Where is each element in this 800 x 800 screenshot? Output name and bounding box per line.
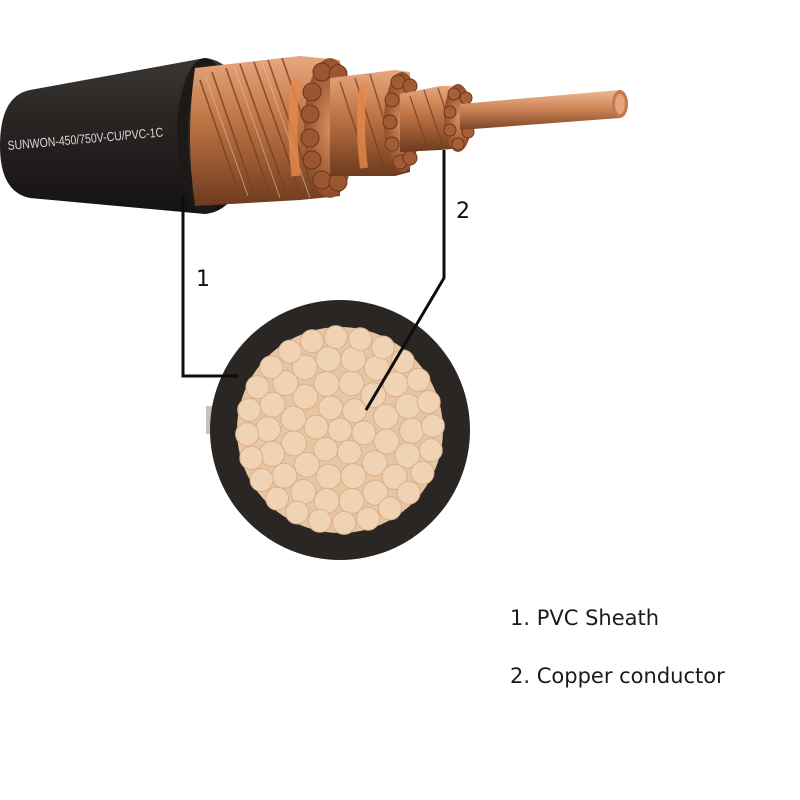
copper-strand: [237, 397, 262, 422]
copper-strand: [239, 446, 264, 470]
copper-strand: [356, 506, 380, 531]
copper-strand: [361, 450, 388, 477]
copper-strand: [278, 339, 302, 364]
copper-strand: [300, 329, 324, 354]
callout-number-2: 2: [456, 199, 470, 224]
copper-strand: [292, 383, 319, 410]
leader-lines: [181, 150, 446, 411]
copper-strand: [399, 417, 425, 444]
legend-label: PVC Sheath: [536, 606, 660, 630]
copper-strand: [338, 370, 365, 397]
copper-strand: [259, 391, 286, 418]
copper-strand: [307, 508, 332, 533]
copper-strand: [418, 438, 443, 463]
copper-strand: [315, 463, 342, 490]
copper-strand: [332, 510, 357, 535]
copper-strand: [381, 463, 408, 490]
copper-strand: [259, 355, 284, 380]
copper-strand: [370, 335, 395, 360]
legend-item-pvc-sheath: 1.PVC Sheath: [510, 604, 725, 662]
copper-strand: [280, 430, 307, 457]
copper-strand: [373, 403, 400, 430]
copper-strand: [265, 486, 290, 511]
legend: 1.PVC Sheath 2.Copper conductor: [510, 604, 725, 720]
copper-strand: [416, 390, 441, 414]
copper-strand: [406, 368, 431, 392]
copper-strand: [394, 393, 421, 420]
copper-strand: [420, 413, 445, 438]
leader-line-1: [181, 196, 238, 378]
copper-strand: [255, 416, 281, 443]
legend-label: Copper conductor: [536, 664, 725, 688]
cable-cross-section: [206, 300, 470, 560]
copper-strand: [348, 327, 373, 352]
copper-strand: [280, 405, 307, 432]
copper-strand: [318, 395, 344, 421]
cross-section-strands: [235, 325, 445, 535]
cable-side-view: SUNWON-450/750V-CU/PVC-1C: [0, 56, 628, 214]
copper-strand: [410, 460, 435, 485]
copper-strand: [291, 354, 318, 381]
copper-strand: [285, 500, 310, 525]
legend-number: 1.: [510, 606, 531, 630]
callout-number-1: 1: [196, 267, 210, 292]
copper-strand: [341, 398, 367, 424]
legend-item-copper-conductor: 2.Copper conductor: [510, 662, 725, 720]
copper-strand: [323, 325, 348, 350]
copper-strand: [313, 370, 340, 397]
copper-strand: [396, 480, 421, 505]
copper-strand: [336, 439, 362, 465]
legend-number: 2.: [510, 664, 531, 688]
copper-strand: [249, 468, 274, 492]
copper-strand: [351, 420, 377, 446]
copper-strand: [313, 436, 339, 462]
copper-strand: [362, 479, 389, 506]
copper-strand: [235, 422, 260, 447]
copper-strand: [245, 375, 270, 400]
copper-strand: [378, 496, 402, 521]
center-copper-rod: [460, 90, 628, 130]
copper-strand: [303, 414, 329, 440]
copper-strand: [272, 370, 299, 397]
copper-strand: [259, 440, 286, 467]
copper-strand: [373, 428, 400, 455]
copper-strand: [293, 451, 320, 478]
copper-strand: [340, 463, 367, 490]
copper-strand: [271, 462, 298, 489]
leader-line-2: [364, 150, 446, 411]
